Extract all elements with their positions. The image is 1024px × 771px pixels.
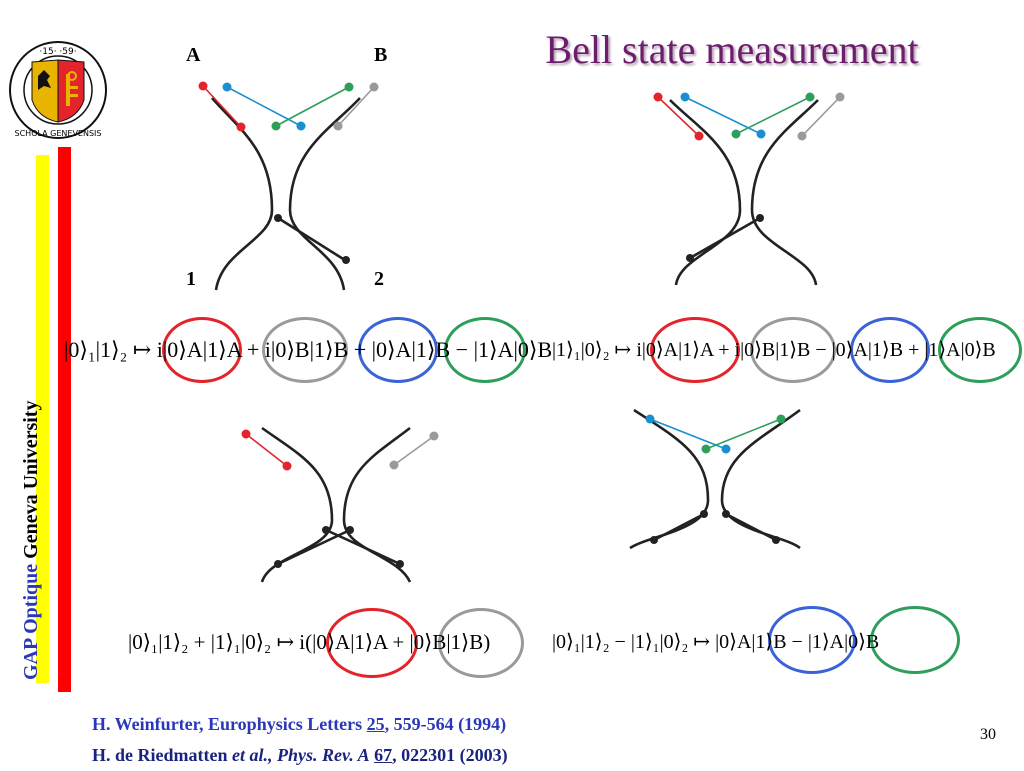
diagram-bottom-left	[241, 426, 439, 583]
formula-bottom-right: |0⟩₁|1⟩₂ − |1⟩₁|0⟩₂ ↦ |0⟩A|1⟩B − |1⟩A|0⟩…	[552, 631, 880, 653]
oval-red-bottom-left	[326, 608, 418, 678]
reference-riedmatten: H. de Riedmatten et al., Phys. Rev. A 67…	[92, 740, 508, 771]
ref2-suffix: , 022301 (2003)	[392, 745, 508, 765]
label-a: A	[186, 44, 201, 66]
ref1-prefix: H. Weinfurter, Europhysics Letters	[92, 714, 367, 734]
oval-green-top-left	[444, 317, 526, 383]
formula-top-left: |0⟩₁|1⟩₂ ↦ i|0⟩A|1⟩A + i|0⟩B|1⟩B + |0⟩A|…	[64, 337, 553, 362]
ref2-author: H. de Riedmatten	[92, 745, 232, 765]
oval-blue-top-left	[358, 317, 438, 383]
yellow-bar	[36, 155, 49, 683]
diagram-bottom-right	[629, 408, 801, 550]
oval-gray-top-right	[750, 317, 836, 383]
slide-title: Bell state measurement	[545, 27, 919, 72]
reference-weinfurter: H. Weinfurter, Europhysics Letters 25, 5…	[92, 709, 508, 740]
oval-red-top-right	[650, 317, 740, 383]
oval-green-bottom-right	[870, 606, 960, 674]
oval-gray-top-left	[262, 317, 348, 383]
logo-text-top: ·15· ·59·	[39, 47, 76, 57]
references: H. Weinfurter, Europhysics Letters 25, 5…	[92, 709, 508, 771]
label-port-1: 1	[186, 268, 196, 290]
logo-text-ring: SCHOLA GENEVENSIS	[15, 129, 102, 138]
oval-gray-bottom-left	[438, 608, 524, 678]
diagram-top-right	[653, 92, 845, 286]
formula-bottom-left: |0⟩₁|1⟩₂ + |1⟩₁|0⟩₂ ↦ i(|0⟩A|1⟩A + |0⟩B|…	[128, 630, 491, 654]
ref1-volume: 25	[366, 714, 385, 734]
diagram-top-left	[198, 81, 379, 291]
ref1-suffix: , 559-564 (1994)	[384, 714, 507, 734]
oval-red-top-left	[162, 317, 242, 383]
label-port-2: 2	[374, 268, 384, 290]
oval-green-top-right	[938, 317, 1022, 383]
ref2-etal: et al., Phys. Rev. A	[231, 745, 370, 765]
label-b: B	[374, 44, 388, 66]
oval-blue-top-right	[850, 317, 930, 383]
ref2-volume: 67	[374, 745, 393, 765]
red-bar	[58, 147, 71, 692]
page-number: 30	[980, 726, 996, 743]
university-logo: ·15· ·59· SCHOLA GENEVENSIS	[9, 41, 107, 139]
formula-top-right: |1⟩₁|0⟩₂ ↦ i|0⟩A|1⟩A + i|0⟩B|1⟩B − |0⟩A|…	[552, 339, 996, 361]
oval-blue-bottom-right	[768, 606, 856, 674]
